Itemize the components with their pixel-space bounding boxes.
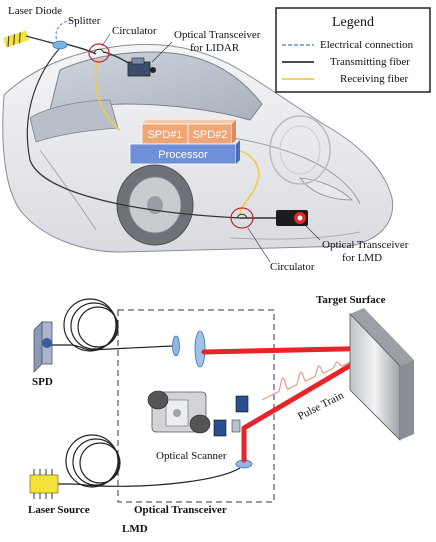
circulator-bottom-icon [230,207,254,229]
lmd-transceiver-icon [276,210,308,226]
spd1-label: SPD#1 [148,129,183,141]
spd-label: SPD [32,376,53,388]
legend-item-receiving: Receiving fiber [340,73,408,85]
spd2-label: SPD#2 [193,129,228,141]
splitter-icon [52,40,68,50]
laser-diode-label: Laser Diode [8,5,62,17]
laser-source-label: Laser Source [28,504,90,516]
optical-scanner-label: Optical Scanner [156,450,227,462]
lidar-label-line2: for LIDAR [190,42,240,54]
target-surface-label: Target Surface [316,294,386,306]
laser-source-icon [29,469,59,499]
optical-transceiver-label: Optical Transceiver [134,504,227,516]
circulator-bottom-label: Circulator [270,261,315,273]
circulator-top-label: Circulator [112,25,157,37]
processing-unit: SPD#1 SPD#2 Processor [129,120,240,165]
lmd-label: LMD [122,523,148,535]
fiber-routing [3,19,285,219]
spd-icon [33,321,53,373]
lidar-label-line1: Optical Transceiver [174,29,261,41]
optical-scanner-icon [147,390,211,434]
fiber-coil-top [52,298,173,352]
focusing-lens-icon [194,330,206,368]
legend: Legend Electrical connection Transmittin… [275,7,431,93]
spd-block-top [142,120,236,124]
circulator-top-icon [88,43,110,63]
collimator-lens-icon [172,335,180,357]
legend-item-electrical: Electrical connection [320,39,414,51]
legend-item-transmitting: Transmitting fiber [330,56,410,68]
lidar-transceiver-icon [127,57,156,77]
lmd-label-line2: for LMD [342,252,382,264]
target-surface-icon [349,308,414,441]
lmd-label-line1: Optical Transceiver [322,239,409,251]
lmd-boundary [117,309,275,503]
laser-diode-icon [3,30,29,48]
fiber-coil-bottom [58,434,241,488]
front-wheel [116,164,194,246]
processor-label: Processor [158,149,208,161]
rear-wheel [269,115,331,185]
splitter-label: Splitter [68,15,101,27]
legend-title: Legend [332,15,374,30]
scanner-mirrors-icon [213,395,249,437]
